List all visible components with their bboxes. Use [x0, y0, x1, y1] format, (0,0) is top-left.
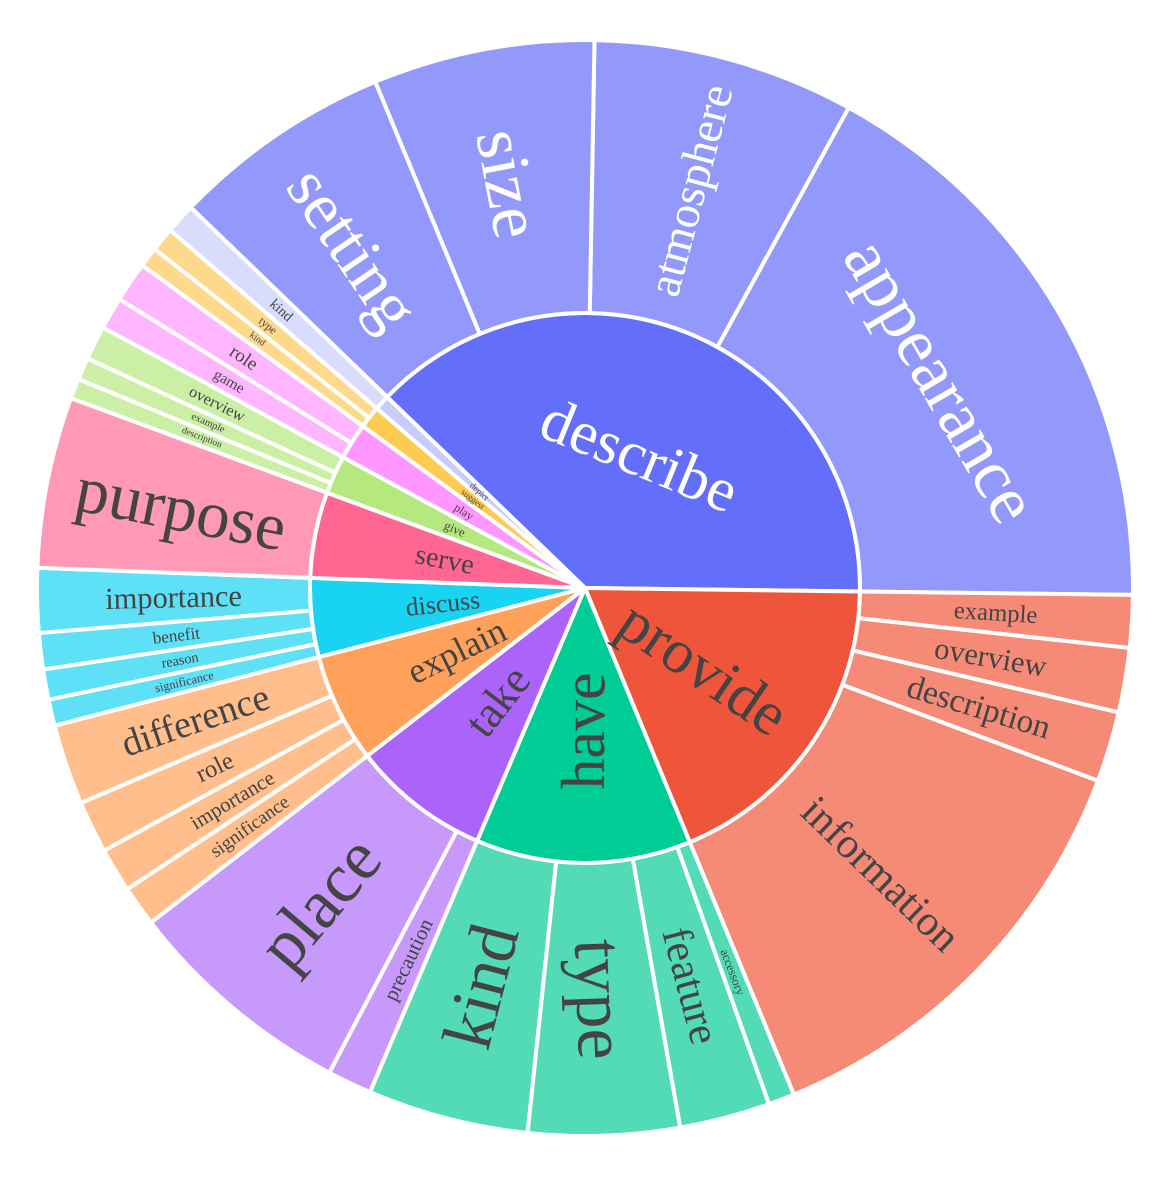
- segment-describe-appearance[interactable]: [715, 105, 1135, 597]
- label-discuss-importance: importance: [105, 579, 242, 616]
- segment-play-game[interactable]: [100, 297, 354, 460]
- segment-explain-role[interactable]: [78, 693, 346, 853]
- segment-provide-information[interactable]: [687, 682, 1100, 1097]
- segment-depict-kind[interactable]: [168, 205, 390, 411]
- segment-provide-description[interactable]: [840, 648, 1121, 783]
- label-have-type: type: [559, 938, 640, 1061]
- segment-take-precaution[interactable]: [327, 829, 480, 1095]
- segment-suggest-kind[interactable]: [140, 246, 371, 429]
- label-provide-example: example: [953, 597, 1038, 629]
- segment-provide-example[interactable]: [856, 589, 1135, 650]
- segment-describe-atmosphere[interactable]: [587, 38, 851, 349]
- segment-explain-significance[interactable]: [125, 737, 370, 925]
- segment-describe-setting[interactable]: [188, 79, 482, 400]
- segment-discuss-significance[interactable]: [46, 642, 321, 728]
- segment-have-accessory[interactable]: [675, 840, 796, 1107]
- label-discuss-reason: reason: [160, 650, 200, 672]
- segment-have-feature[interactable]: [630, 845, 772, 1130]
- segment-have-type[interactable]: [525, 856, 683, 1139]
- segment-describe-size[interactable]: [373, 38, 597, 336]
- segment-give-description[interactable]: [68, 377, 333, 495]
- label-have: have: [550, 672, 619, 789]
